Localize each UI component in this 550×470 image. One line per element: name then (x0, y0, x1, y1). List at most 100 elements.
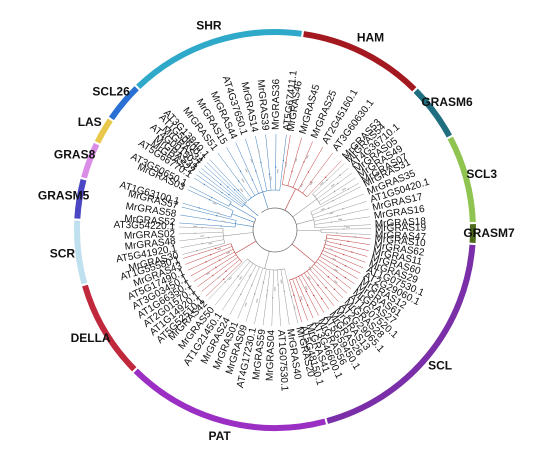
clade-arc-della (82, 284, 137, 372)
leaf-branch (187, 249, 234, 271)
clade-arc-scl26 (108, 86, 139, 121)
support-mark (352, 236, 357, 238)
support-mark (217, 275, 222, 279)
node-dot (336, 215, 339, 217)
support-mark (277, 169, 279, 174)
node-dot (321, 297, 323, 300)
leaf-branch (287, 137, 302, 186)
leaf-branch (181, 206, 237, 221)
leaf-branch (214, 261, 251, 306)
leaf-branch (197, 256, 239, 287)
leaf-branch (314, 216, 371, 225)
support-mark (205, 272, 211, 276)
leaf-branch (313, 264, 348, 294)
clade-stem (296, 219, 314, 225)
support-mark (329, 212, 334, 215)
node-dot (293, 294, 295, 296)
leaf-branch (203, 165, 246, 204)
clade-label-pat: PAT (208, 429, 231, 443)
leaf-branch (255, 135, 268, 191)
node-dot (343, 228, 345, 230)
support-mark (323, 239, 328, 242)
node-dot (337, 182, 339, 185)
leaf-branch (301, 274, 325, 313)
leaf-branch (245, 138, 263, 193)
leaf-branch (180, 214, 236, 224)
node-dot (227, 186, 229, 188)
leaf-label: AT3G54220.1 (113, 220, 175, 233)
support-mark (333, 280, 338, 284)
node-dot (310, 181, 312, 183)
node-dot (324, 176, 327, 179)
support-mark (332, 257, 337, 261)
clade-label-scl: SCL (428, 358, 452, 372)
leaf-label: MrGRAS18 (375, 216, 427, 230)
clade-arc-grasm5 (74, 178, 87, 219)
leaf-label: MrGRAS02 (124, 229, 176, 242)
leaf-branch (295, 277, 314, 319)
leaf-branch (183, 243, 232, 259)
node-dot (344, 276, 347, 279)
leaf-branch (298, 276, 319, 316)
node-dot (237, 189, 240, 192)
node-dot (303, 161, 305, 163)
node-dot (343, 253, 345, 256)
node-dot (251, 179, 254, 181)
support-mark (250, 158, 253, 163)
clade-label-grasm6: GRASM6 (421, 95, 473, 109)
branches (179, 134, 371, 326)
leaf-branch (277, 269, 281, 326)
leaf-branch (292, 141, 313, 188)
support-mark (300, 183, 304, 188)
support-mark (226, 251, 231, 255)
node-dot (327, 276, 330, 278)
node-dot (282, 159, 284, 162)
node-dot (194, 232, 196, 234)
support-mark (257, 149, 260, 154)
leaf-branch (313, 201, 367, 219)
leaf-branch (325, 240, 369, 251)
node-dot (211, 196, 213, 199)
leaf-branch (235, 142, 259, 194)
leaf-label: MrGRAS19 (375, 223, 427, 235)
node-dot (274, 166, 277, 168)
leaf-branch (315, 261, 352, 289)
node-dot (333, 190, 336, 193)
node-dot (223, 278, 225, 280)
leaf-branch (237, 266, 260, 319)
leaf-label: MrGRAS04 (265, 329, 278, 381)
node-dot (333, 288, 336, 291)
clade-stem (235, 223, 254, 227)
leaf-label: MrGRAS10 (374, 234, 426, 250)
clade-arc-grasm6 (413, 88, 452, 138)
clade-label-shr: SHR (196, 19, 222, 33)
node-dot (305, 290, 308, 293)
node-dot (342, 208, 344, 210)
node-dot (336, 265, 338, 268)
clade-label-gras8: GRAS8 (54, 147, 96, 161)
support-mark (239, 276, 243, 280)
node-dot (233, 189, 236, 191)
clade-stem (264, 251, 270, 269)
leaf-branch (311, 193, 365, 216)
node-dot (225, 270, 227, 272)
node-dot (277, 284, 279, 286)
clade-arc-scl3 (447, 136, 476, 223)
leaf-branch (320, 182, 359, 205)
leaf-branch (229, 265, 257, 315)
node-dot (268, 173, 271, 175)
node-dot (224, 281, 226, 283)
support-mark (306, 154, 309, 159)
leaf-branch (306, 270, 335, 306)
node-dot (239, 170, 242, 173)
clade-labels: SHRHAMGRASM6SCL3GRASM7SCLPATDELLASCRGRAS… (38, 19, 515, 443)
node-dot (283, 290, 285, 293)
node-dot (209, 254, 212, 256)
node-dot (216, 214, 218, 217)
leaf-branch (314, 167, 349, 197)
leaf-branch (314, 224, 371, 229)
node-dot (317, 284, 319, 286)
leaf-branch (193, 254, 237, 282)
backbone-arc (252, 207, 298, 253)
leaf-branch (182, 243, 225, 255)
